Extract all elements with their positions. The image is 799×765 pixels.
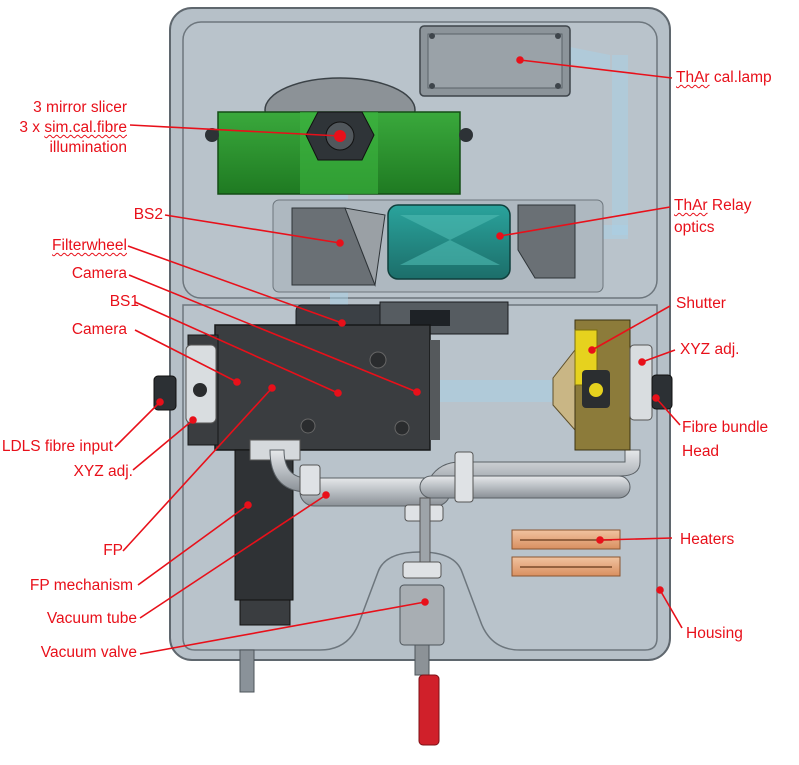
label-vacuum-valve: Vacuum valve — [40, 644, 137, 661]
vacuum-tube — [269, 449, 641, 564]
leader-lines — [114, 56, 683, 655]
fp-mechanism — [234, 439, 301, 626]
label-shutter: Shutter — [676, 295, 726, 312]
label-camera-top: Camera — [71, 265, 127, 282]
vacuum-valve — [399, 561, 445, 746]
label-camera-left: Camera — [71, 321, 127, 338]
thar-cal-lamp — [419, 25, 571, 97]
label-bs1: BS1 — [109, 293, 139, 310]
label-head: Head — [682, 443, 720, 460]
label-sim-cal-fibre: 3 x sim.cal.fibre — [19, 119, 127, 136]
label-illumination: illumination — [49, 139, 127, 156]
fibre-bundle-head — [552, 319, 673, 451]
label-xyz-left: XYZ adj. — [73, 463, 133, 480]
label-filterwheel: Filterwheel — [52, 237, 127, 254]
label-housing: Housing — [686, 625, 743, 642]
label-thar-relay: ThAr Relay — [674, 197, 752, 214]
label-fibre-bundle: Fibre bundle — [682, 419, 769, 436]
label-vacuum-tube: Vacuum tube — [46, 610, 137, 627]
camera-block — [153, 324, 440, 451]
label-fp-mechanism: FP mechanism — [29, 577, 133, 594]
label-ldls: LDLS fibre input — [1, 438, 113, 455]
label-mirror-slicer: 3 mirror slicer — [33, 99, 127, 116]
label-heaters: Heaters — [680, 531, 735, 548]
relay-section — [272, 199, 604, 293]
label-thar-cal-lamp: ThAr cal.lamp — [676, 69, 772, 86]
label-xyz-right: XYZ adj. — [680, 341, 740, 358]
heaters — [511, 529, 621, 577]
label-optics: optics — [674, 219, 715, 236]
label-fp: FP — [103, 542, 123, 559]
label-bs2: BS2 — [133, 206, 163, 223]
